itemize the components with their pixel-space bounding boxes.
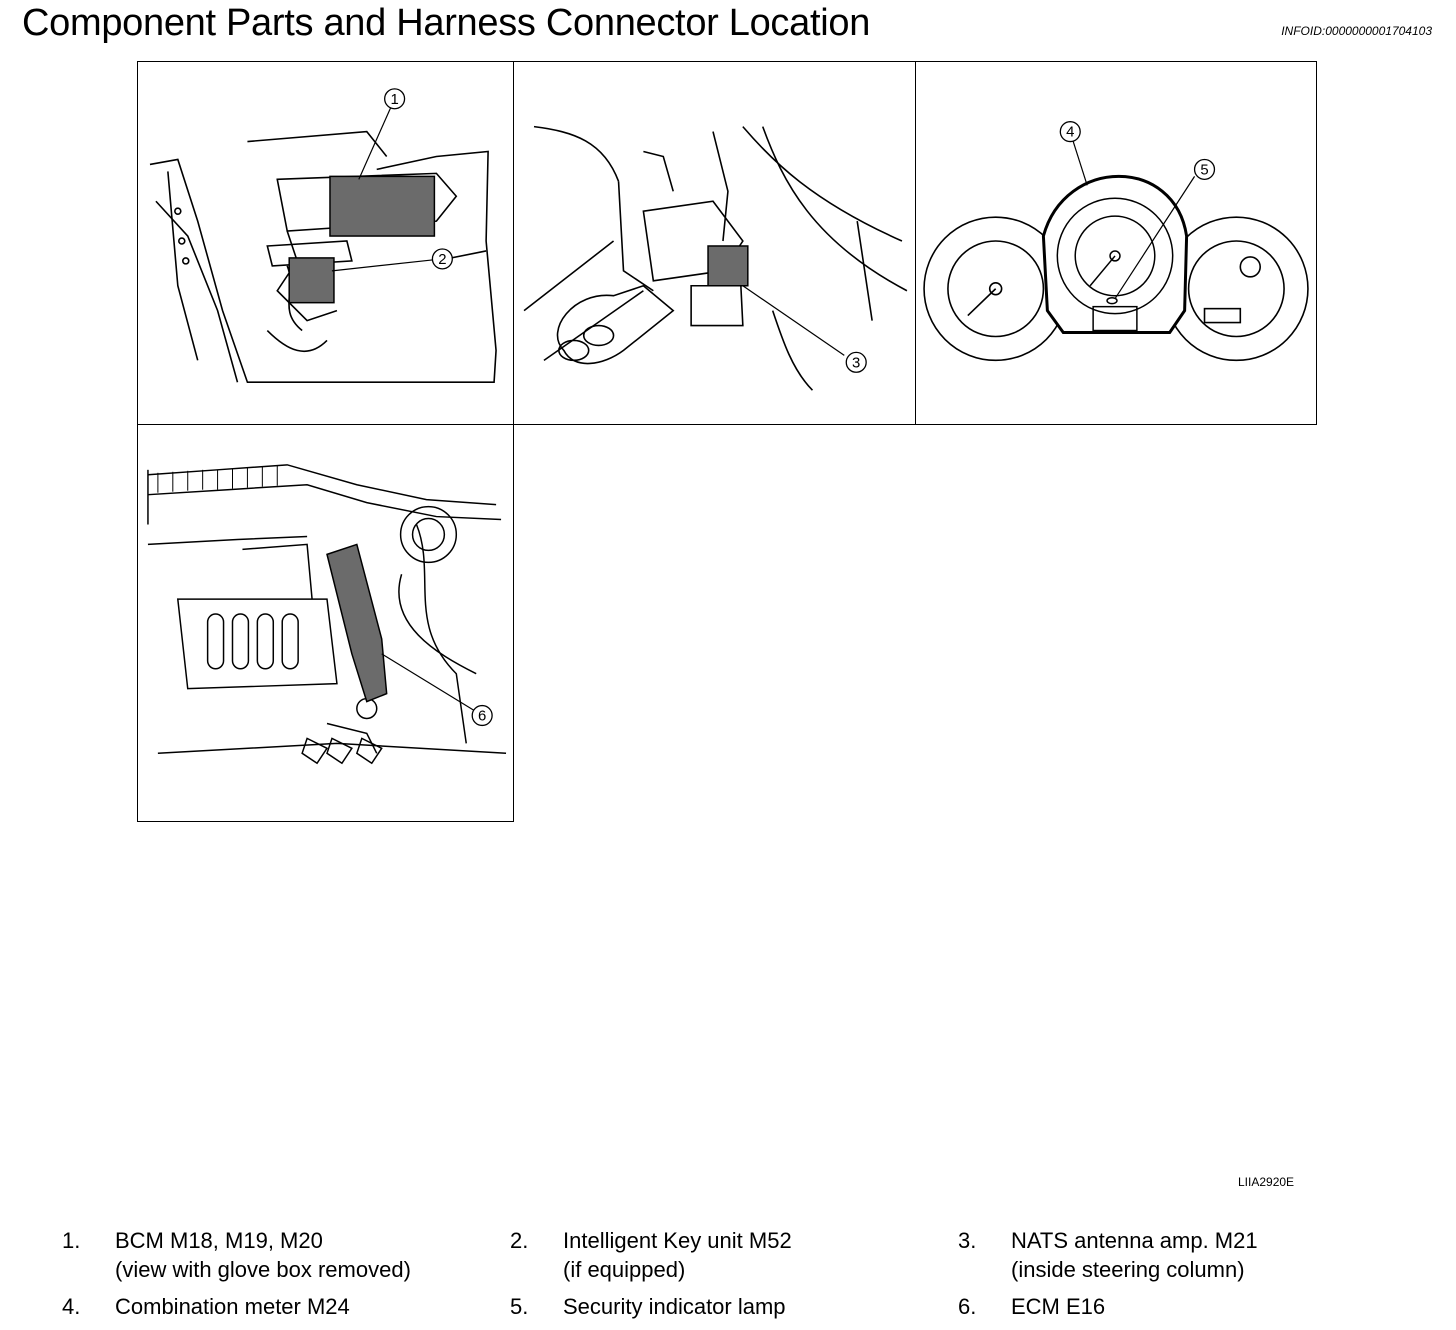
legend-label: Combination meter M24 [115, 1294, 350, 1319]
panel-nats-antenna-location: 3 [513, 61, 916, 425]
callout-1: 1 [384, 88, 406, 110]
page-title: Component Parts and Harness Connector Lo… [22, 2, 871, 44]
ecm-illustration: 6 [147, 464, 507, 765]
legend-label: ECM E16 [1011, 1294, 1106, 1319]
legend-label: NATS antenna amp. M21 [1011, 1228, 1258, 1253]
legend-note: (if equipped) [563, 1257, 686, 1282]
legend-number: 1. [62, 1228, 81, 1253]
svg-text:4: 4 [1066, 125, 1074, 141]
legend-label: Security indicator lamp [563, 1294, 786, 1319]
legend-number: 5. [510, 1294, 529, 1319]
panel-bcm-location: 1 2 [137, 61, 514, 425]
svg-text:6: 6 [478, 707, 486, 724]
svg-text:2: 2 [438, 252, 446, 268]
legend-number: 2. [510, 1228, 529, 1253]
callout-3: 3 [845, 351, 867, 373]
panel-combination-meter-location: 4 5 [915, 61, 1317, 425]
legend-label: BCM M18, M19, M20 [115, 1228, 323, 1253]
svg-text:5: 5 [1200, 162, 1208, 178]
figure-code: LIIA2920E [1238, 1175, 1295, 1189]
info-id: INFOID:0000000001704103 [1281, 24, 1432, 38]
legend-number: 4. [62, 1294, 81, 1319]
svg-text:3: 3 [852, 355, 860, 371]
steering-column-illustration: 3 [523, 125, 908, 391]
legend-label: Intelligent Key unit M52 [563, 1228, 792, 1253]
callout-2: 2 [431, 248, 453, 270]
svg-text:1: 1 [390, 92, 398, 108]
legend-note: (view with glove box removed) [115, 1257, 411, 1282]
callout-5: 5 [1193, 158, 1216, 180]
combination-meter-illustration: 4 5 [923, 121, 1309, 362]
panel-ecm-location: 6 [137, 424, 514, 822]
bcm-illustration: 1 2 [149, 88, 497, 384]
legend-number: 3. [958, 1228, 977, 1253]
legend-number: 6. [958, 1294, 977, 1319]
callout-6: 6 [471, 704, 493, 727]
callout-4: 4 [1059, 121, 1081, 143]
legend-note: (inside steering column) [1011, 1257, 1245, 1282]
